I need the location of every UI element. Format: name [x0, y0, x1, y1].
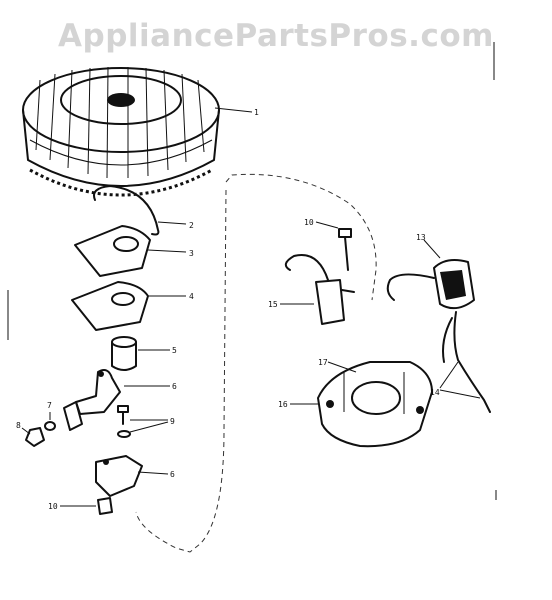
leader-9b	[129, 421, 169, 433]
condenser-part	[284, 254, 355, 325]
leader-6b	[137, 471, 169, 475]
callout-3: 3	[189, 249, 194, 258]
clip-part	[93, 185, 160, 236]
breaker-arm-part	[75, 369, 121, 415]
point-block-part	[63, 401, 83, 431]
dashed-group-left	[135, 189, 227, 553]
callout-10: 10	[48, 502, 58, 511]
flywheel-part	[22, 66, 220, 197]
callout-6b: 6	[170, 470, 175, 479]
base-plate-part	[95, 455, 143, 497]
callout-14: 14	[430, 388, 440, 397]
callout-16: 16	[278, 400, 288, 409]
callout-2: 2	[189, 221, 194, 230]
callout-10b: 10	[304, 218, 314, 227]
callout-17: 17	[318, 358, 328, 367]
coil-part	[386, 259, 475, 310]
leader-2	[157, 221, 187, 225]
callout-7: 7	[47, 401, 52, 410]
callout-6: 6	[172, 382, 177, 391]
watermark: AppliancePartsPros.com	[58, 18, 494, 54]
callout-13: 13	[416, 233, 426, 242]
stator-plate-part	[317, 361, 433, 448]
callout-15: 15	[268, 300, 278, 309]
leader-14a	[439, 361, 459, 389]
callout-5: 5	[172, 346, 177, 355]
leader-8	[21, 427, 31, 435]
washer-part	[44, 421, 56, 431]
leader-17	[327, 361, 357, 373]
nut-part	[25, 427, 45, 447]
callout-9: 9	[170, 417, 175, 426]
leader-14b	[439, 389, 481, 399]
leader-10b	[315, 221, 339, 229]
cover-plate-part	[74, 225, 151, 277]
callout-1: 1	[254, 108, 259, 117]
callout-8: 8	[16, 421, 21, 430]
lead-wire-part	[453, 311, 491, 413]
leader-3	[147, 249, 187, 253]
screw-part	[117, 405, 131, 438]
leader-13	[423, 239, 441, 259]
gasket-part	[71, 281, 149, 331]
callout-4: 4	[189, 292, 194, 301]
dashed-group-right	[225, 173, 377, 301]
leader-1	[214, 107, 253, 113]
bolt-part	[338, 228, 352, 271]
bushing-part	[111, 336, 137, 371]
felt-part	[97, 497, 113, 515]
